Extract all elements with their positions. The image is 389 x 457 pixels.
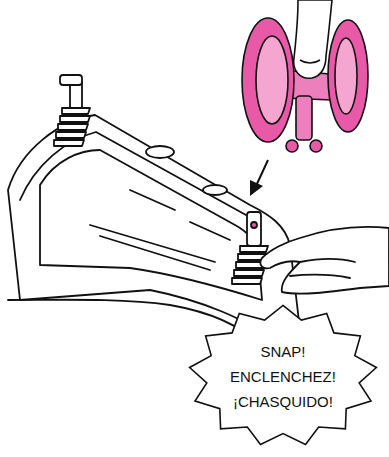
pink-wheel bbox=[242, 18, 294, 142]
sound-effect-text: ¡CHASQUIDO! bbox=[230, 389, 336, 414]
frame-slot bbox=[146, 146, 174, 158]
callout-text-group: SNAP!ENCLENCHEZ!¡CHASQUIDO! bbox=[230, 339, 336, 414]
handle-frame bbox=[8, 115, 300, 340]
pink-wheel bbox=[328, 20, 368, 132]
small-wheel bbox=[286, 140, 298, 152]
holding-hand bbox=[260, 227, 389, 294]
left-post-cap bbox=[60, 75, 82, 85]
starburst-callout: SNAP!ENCLENCHEZ!¡CHASQUIDO! bbox=[185, 302, 381, 450]
hand-finger bbox=[300, 60, 320, 63]
frame-line bbox=[90, 225, 215, 270]
post-button bbox=[251, 222, 257, 228]
wheel-hand bbox=[294, 0, 332, 78]
wheel-stem bbox=[296, 96, 312, 140]
small-wheel bbox=[310, 140, 322, 152]
direction-arrow bbox=[250, 160, 268, 196]
wheel-hub bbox=[256, 36, 288, 124]
sound-effect-text: ENCLENCHEZ! bbox=[230, 364, 336, 389]
left-hinge bbox=[54, 108, 90, 146]
wheel-hub bbox=[335, 38, 357, 114]
frame-slot bbox=[203, 185, 227, 195]
frame-inner bbox=[40, 150, 262, 300]
frame-slot bbox=[130, 190, 230, 240]
right-post bbox=[247, 212, 261, 246]
hand-finger bbox=[290, 259, 355, 278]
sound-effect-text: SNAP! bbox=[230, 339, 336, 364]
